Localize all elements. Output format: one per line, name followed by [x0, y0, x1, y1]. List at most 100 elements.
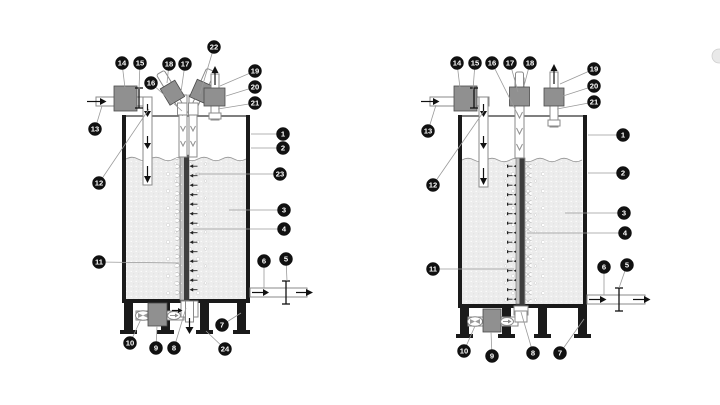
callout-number: 15 [471, 59, 480, 68]
callout-14: 14 [450, 56, 464, 70]
callout-number: 1 [621, 131, 626, 140]
callout-number: 21 [590, 98, 599, 107]
callout-number: 2 [621, 169, 625, 178]
callout-number: 12 [429, 181, 437, 190]
callout-number: 16 [488, 59, 496, 68]
pump-box [482, 308, 502, 333]
nozzle-arrows [507, 163, 516, 302]
outlet-line [249, 280, 313, 305]
callout-number: 20 [590, 82, 598, 91]
callout-number: 6 [262, 257, 266, 266]
feed-line-assembly [421, 85, 490, 188]
callout-number: 12 [95, 179, 103, 188]
callout-number: 1 [281, 130, 286, 139]
bubble-column [525, 162, 532, 302]
callout-11: 11 [426, 262, 440, 276]
sparger-column [175, 154, 199, 301]
callout-number: 18 [526, 59, 534, 68]
callout-13: 13 [88, 122, 102, 136]
callout-number: 5 [625, 261, 630, 270]
vent-assembly [543, 64, 565, 128]
callout-12: 12 [92, 176, 106, 190]
outlet-line [586, 287, 651, 312]
callout-7: 7 [215, 318, 229, 332]
callout-number: 16 [147, 79, 155, 88]
callout-16: 16 [144, 76, 158, 90]
vent-up-arrow-icon [550, 64, 558, 84]
callout-20: 20 [248, 80, 262, 94]
vent-filter-box [543, 87, 565, 107]
callout-21: 21 [587, 95, 601, 109]
feed-line-assembly [87, 85, 153, 186]
callout-10: 10 [123, 336, 137, 350]
bottom-assembly [135, 300, 199, 334]
callout-number: 17 [181, 60, 189, 69]
probe-coupler [177, 102, 188, 116]
callout-4: 4 [277, 222, 291, 236]
drain-arrow-icon [172, 308, 194, 334]
leader-line-11 [98, 261, 180, 264]
check-valve-icon [167, 311, 181, 320]
callout-1: 1 [616, 128, 630, 142]
tank-right-wall [246, 115, 250, 303]
leader-line-12 [98, 108, 150, 184]
callout-number: 10 [460, 347, 468, 356]
probe-coupler [188, 102, 199, 116]
callout-number: 15 [136, 59, 145, 68]
tank-right-wall [583, 115, 587, 308]
cropped-edge-artifact [711, 48, 720, 64]
callout-12: 12 [426, 178, 440, 192]
callout-8: 8 [526, 346, 540, 360]
sparger-rod [519, 158, 525, 304]
callout-18: 18 [162, 57, 176, 71]
callout-number: 21 [251, 99, 260, 108]
callout-15: 15 [133, 56, 147, 70]
callout-14: 14 [115, 56, 129, 70]
callout-number: 14 [118, 59, 127, 68]
leader-line-7 [559, 318, 585, 354]
callout-4: 4 [618, 226, 632, 240]
inlet-flow-arrow-icon [87, 98, 107, 105]
callout-2: 2 [616, 166, 630, 180]
feed-valve-icon [470, 87, 478, 109]
callout-7: 7 [553, 346, 567, 360]
callout-number: 19 [590, 65, 598, 74]
callout-9: 9 [149, 341, 163, 355]
callout-number: 14 [453, 59, 462, 68]
callout-20: 20 [587, 79, 601, 93]
callout-number: 22 [210, 43, 218, 52]
callout-5: 5 [279, 252, 293, 266]
leader-line-16 [491, 62, 518, 114]
callout-18: 18 [523, 56, 537, 70]
leader-line-22 [199, 46, 215, 95]
callout-number: 24 [221, 345, 230, 354]
callout-11: 11 [92, 255, 106, 269]
callout-23: 23 [273, 167, 287, 181]
leader-line-8 [520, 311, 534, 354]
callout-19: 19 [248, 64, 262, 78]
callout-number: 19 [251, 67, 259, 76]
callout-number: 10 [126, 339, 134, 348]
callout-number: 20 [251, 83, 259, 92]
callout-9: 9 [485, 349, 499, 363]
butterfly-valve-icon [467, 316, 483, 327]
bottom-assembly [467, 305, 529, 333]
callout-10: 10 [457, 344, 471, 358]
tank-left-wall [122, 115, 126, 303]
probe-head-box [509, 86, 530, 107]
callout-6: 6 [597, 260, 611, 274]
callout-number: 11 [429, 265, 438, 274]
callout-number: 7 [558, 349, 562, 358]
callout-number: 8 [531, 349, 535, 358]
vent-up-arrow-icon [211, 66, 219, 85]
callout-number: 13 [91, 125, 99, 134]
tank-left-wall [458, 115, 462, 308]
callout-number: 18 [165, 60, 173, 69]
callout-number: 6 [602, 263, 606, 272]
callout-22: 22 [207, 40, 221, 54]
downflow-arrows-icon [480, 104, 487, 185]
